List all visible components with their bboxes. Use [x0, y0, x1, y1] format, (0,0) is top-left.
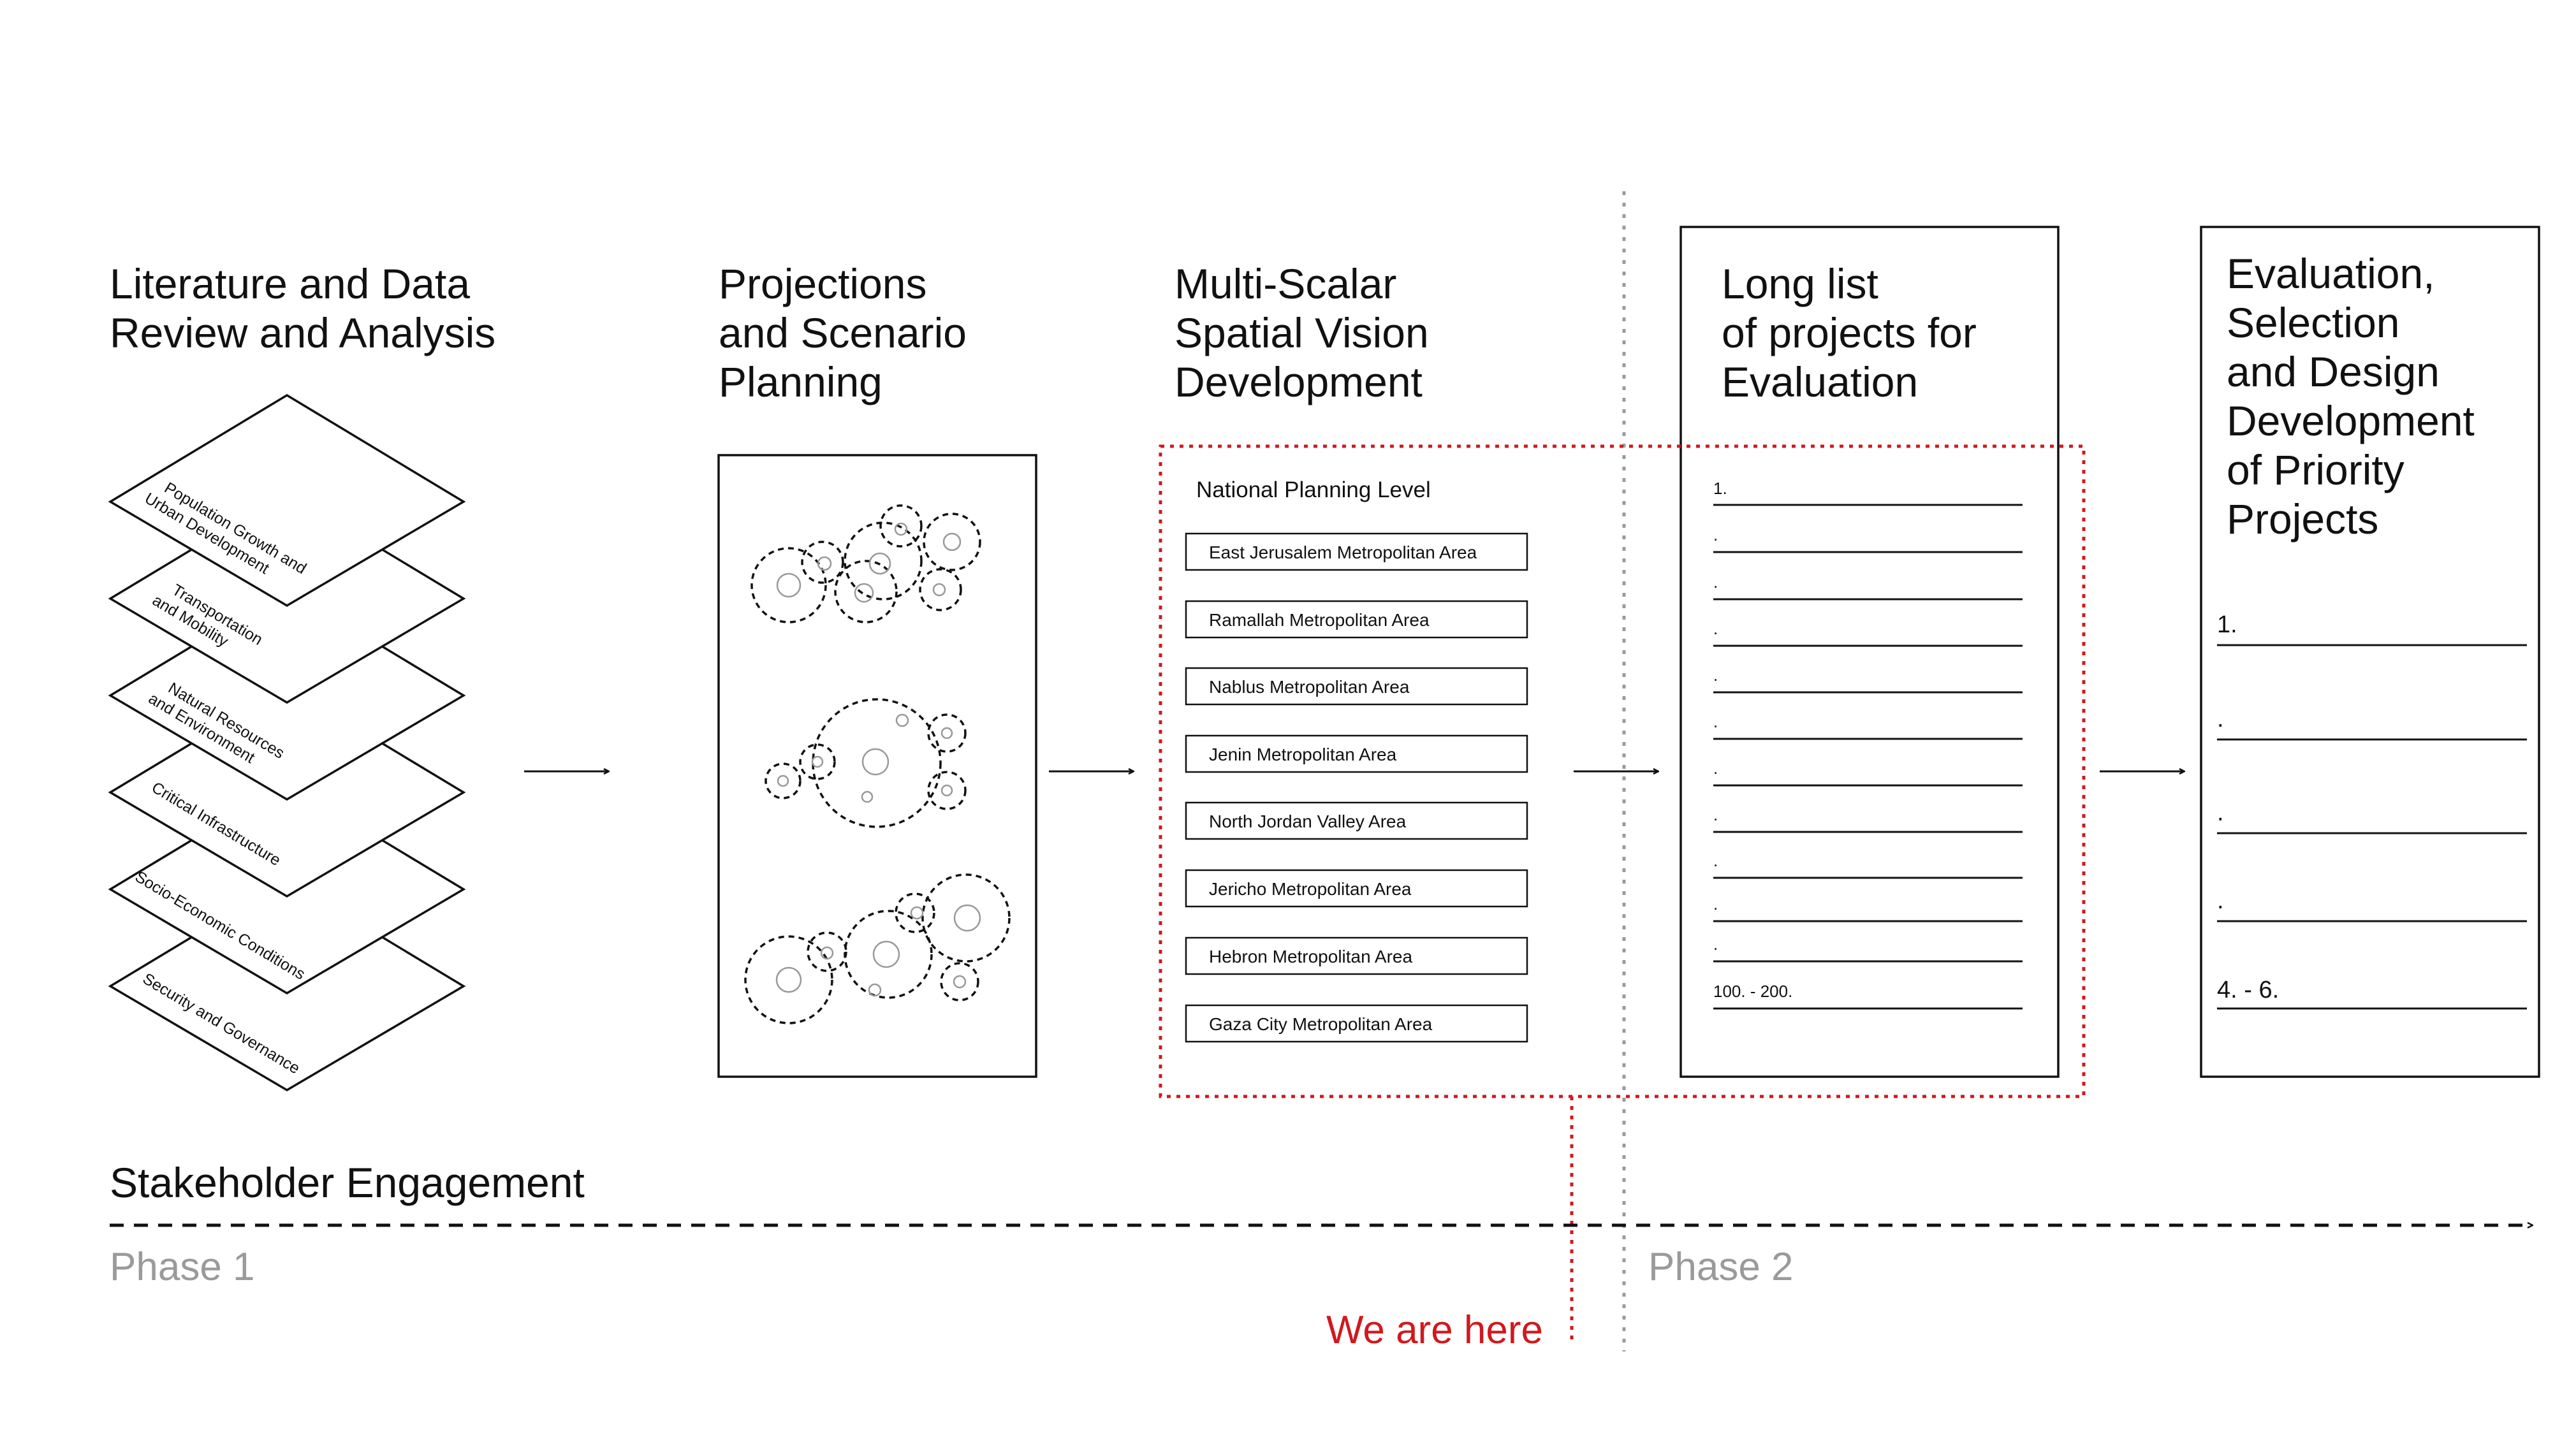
- title-line: Long list: [1722, 260, 1878, 307]
- step-vision-title: Multi-Scalar Spatial Vision Development: [1175, 260, 1440, 405]
- list-item: 100. - 200.: [1713, 982, 2023, 1010]
- list-item: .: [1713, 712, 2023, 740]
- svg-text:.: .: [1713, 805, 1718, 824]
- title-line: Review and Analysis: [110, 309, 495, 356]
- priority-items: 1. . . . 4. - 6.: [2217, 611, 2527, 1010]
- area-box: Gaza City Metropolitan Area: [1185, 1004, 1528, 1043]
- list-item: .: [1713, 935, 2023, 963]
- step-longlist: Long list of projects for Evaluation 1. …: [1680, 226, 2060, 1078]
- step-projections-title: Projections and Scenario Planning: [719, 260, 978, 405]
- area-label: Ramallah Metropolitan Area: [1209, 610, 1430, 630]
- list-item: .: [1713, 525, 2023, 553]
- longlist-panel: [1680, 226, 2060, 1078]
- current-stage-highlight: [1159, 444, 2086, 1098]
- svg-text:.: .: [2217, 706, 2224, 732]
- area-box: Nablus Metropolitan Area: [1185, 667, 1528, 706]
- title-line: Projections: [719, 260, 927, 307]
- step-evaluation: Evaluation, Selection and Design Develop…: [2200, 226, 2540, 1078]
- step-vision: Multi-Scalar Spatial Vision Development …: [1175, 260, 1528, 1043]
- title-line: Development: [1175, 358, 1423, 405]
- area-label: Jericho Metropolitan Area: [1209, 879, 1412, 899]
- svg-text:1.: 1.: [1713, 479, 1727, 498]
- area-list: East Jerusalem Metropolitan Area Ramalla…: [1185, 532, 1528, 1043]
- area-box: Jenin Metropolitan Area: [1185, 734, 1528, 773]
- svg-text:.: .: [1713, 712, 1718, 731]
- title-line: and Design: [2227, 348, 2440, 395]
- svg-text:.: .: [1713, 619, 1718, 638]
- title-line: Multi-Scalar: [1175, 260, 1396, 307]
- list-item: .: [2217, 799, 2527, 834]
- title-line: and Scenario: [719, 309, 967, 356]
- area-box: Ramallah Metropolitan Area: [1185, 600, 1528, 639]
- area-box: Jericho Metropolitan Area: [1185, 869, 1528, 908]
- timeline: Stakeholder Engagement Phase 1 Phase 2: [110, 1159, 2533, 1289]
- title-line: of Priority: [2227, 446, 2404, 493]
- scenario-cluster-1: [750, 504, 981, 623]
- layer-stack: [108, 393, 466, 1092]
- phase-2-label: Phase 2: [1648, 1245, 1794, 1289]
- svg-text:.: .: [1713, 572, 1718, 592]
- scenario-cluster-3: [744, 873, 1011, 1024]
- title-line: Literature and Data: [110, 260, 470, 307]
- list-item: .: [1713, 851, 2023, 879]
- area-label: East Jerusalem Metropolitan Area: [1209, 542, 1477, 562]
- area-label: Gaza City Metropolitan Area: [1209, 1014, 1433, 1034]
- title-line: Planning: [719, 358, 882, 405]
- scenario-panel: [717, 454, 1037, 1078]
- title-line: Selection: [2227, 299, 2400, 346]
- area-box: North Jordan Valley Area: [1185, 801, 1528, 840]
- svg-text:4. - 6.: 4. - 6.: [2217, 977, 2279, 1003]
- area-label: Nablus Metropolitan Area: [1209, 677, 1410, 697]
- title-line: Evaluation,: [2227, 250, 2435, 297]
- area-box: East Jerusalem Metropolitan Area: [1185, 532, 1528, 571]
- list-item: .: [1713, 805, 2023, 833]
- title-line: Development: [2227, 397, 2475, 444]
- title-line: Projects: [2227, 495, 2378, 542]
- svg-text:.: .: [1713, 894, 1718, 914]
- layer-0-shape: [108, 393, 466, 608]
- step-evaluation-title: Evaluation, Selection and Design Develop…: [2227, 250, 2486, 542]
- svg-text:.: .: [1713, 935, 1718, 954]
- svg-text:100. - 200.: 100. - 200.: [1713, 982, 1792, 1001]
- step-longlist-title: Long list of projects for Evaluation: [1722, 260, 1988, 405]
- area-label: North Jordan Valley Area: [1209, 812, 1407, 831]
- list-item: .: [1713, 759, 2023, 787]
- national-planning-heading: National Planning Level: [1196, 477, 1431, 502]
- title-line: Evaluation: [1722, 358, 1918, 405]
- list-item: 1.: [1713, 479, 2023, 506]
- area-label: Hebron Metropolitan Area: [1209, 947, 1413, 966]
- svg-text:.: .: [2217, 799, 2224, 826]
- svg-text:.: .: [1713, 666, 1718, 685]
- list-item: .: [2217, 887, 2527, 922]
- step-projections: Projections and Scenario Planning: [717, 260, 1037, 1078]
- list-item: .: [1713, 666, 2023, 694]
- we-are-here-label: We are here: [1326, 1308, 1543, 1352]
- svg-text:.: .: [1713, 759, 1718, 778]
- phase-1-label: Phase 1: [110, 1245, 255, 1289]
- stakeholder-engagement-label: Stakeholder Engagement: [110, 1159, 585, 1206]
- step-literature-title: Literature and Data Review and Analysis: [110, 260, 495, 356]
- area-label: Jenin Metropolitan Area: [1209, 745, 1397, 764]
- list-item: 4. - 6.: [2217, 977, 2527, 1010]
- evaluation-panel: [2200, 226, 2540, 1078]
- step-literature: Literature and Data Review and Analysis …: [108, 260, 495, 1092]
- list-item: .: [1713, 619, 2023, 647]
- svg-text:.: .: [1713, 525, 1718, 544]
- list-item: 1.: [2217, 611, 2527, 646]
- title-line: Spatial Vision: [1175, 309, 1429, 356]
- svg-text:1.: 1.: [2217, 611, 2237, 638]
- title-line: of projects for: [1722, 309, 1977, 356]
- scenario-cluster-2: [765, 698, 967, 828]
- list-item: .: [2217, 706, 2527, 741]
- svg-text:.: .: [1713, 851, 1718, 870]
- list-item: .: [1713, 572, 2023, 601]
- svg-text:.: .: [2217, 887, 2224, 914]
- area-box: Hebron Metropolitan Area: [1185, 936, 1528, 975]
- longlist-items: 1. . . . . . . . . . . 100. - 200.: [1713, 479, 2023, 1010]
- list-item: .: [1713, 894, 2023, 922]
